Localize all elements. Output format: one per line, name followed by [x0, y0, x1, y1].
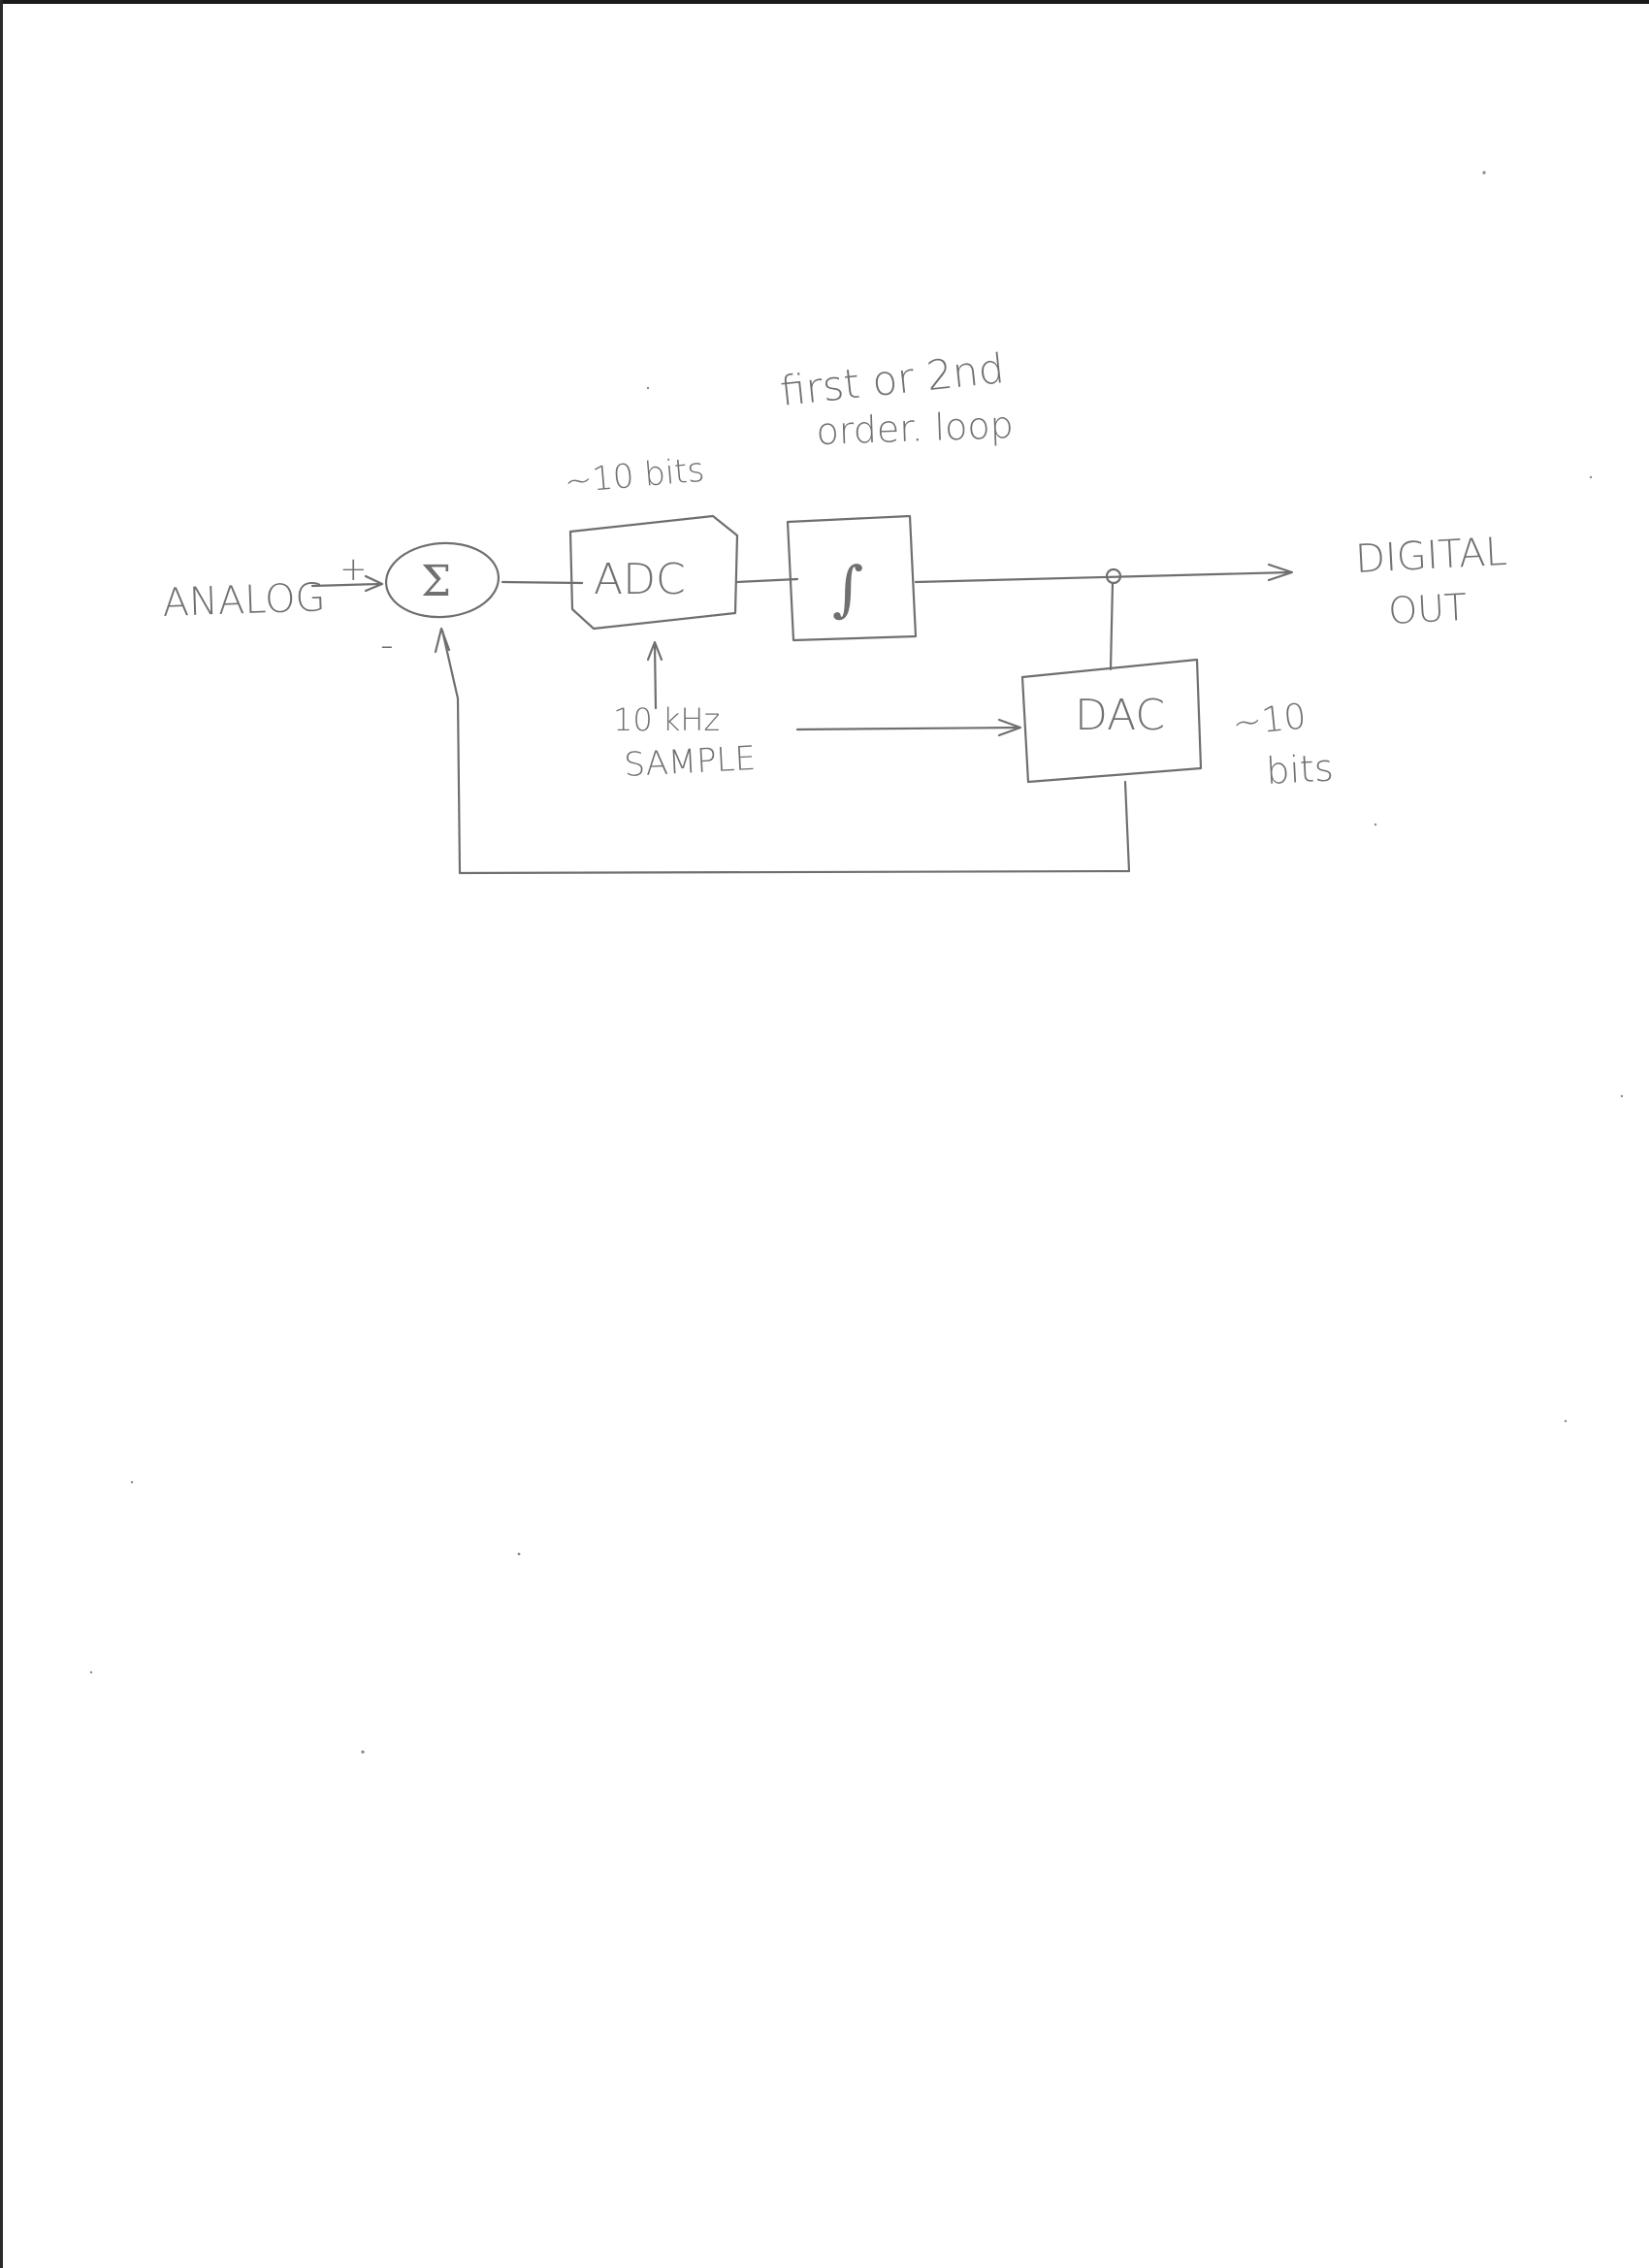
- paper-speck: [646, 386, 650, 390]
- clock-label-line1: 10 kHz: [613, 701, 720, 738]
- minus-sign: -: [380, 624, 394, 666]
- paper-speck: [361, 1750, 365, 1754]
- adc-to-integrator-line: [735, 577, 799, 584]
- integrator-block: [786, 514, 918, 642]
- summing-symbol: Σ: [421, 557, 451, 606]
- paper-speck: [1589, 475, 1593, 479]
- paper-speck: [1564, 1419, 1568, 1423]
- input-label: ANALOG: [162, 575, 327, 626]
- clock-to-adc-line: [653, 642, 658, 710]
- paper-speck: [517, 1552, 521, 1556]
- dac-label: DAC: [1075, 691, 1165, 740]
- paper-speck: [1620, 1094, 1624, 1098]
- input-arrowhead: [364, 574, 384, 593]
- tap-to-dac-line: [1109, 581, 1115, 671]
- clock-to-adc-arrowhead: [646, 640, 663, 662]
- dac-resolution-line2: bits: [1265, 746, 1335, 793]
- clock-to-dac-line: [795, 726, 1020, 731]
- loop-note-line2: order. loop: [816, 404, 1015, 453]
- paper-speck: [1374, 823, 1377, 826]
- adc-block: [568, 514, 739, 631]
- paper-speck: [1482, 171, 1486, 175]
- clock-to-dac-arrowhead: [997, 718, 1022, 737]
- output-line: [914, 570, 1292, 584]
- output-label-line1: DIGITAL: [1354, 530, 1508, 582]
- plus-sign: +: [340, 550, 368, 589]
- integrator-symbol: ∫: [832, 553, 863, 624]
- feedback-path: [440, 629, 1131, 875]
- sum-to-adc-line: [501, 580, 584, 585]
- paper-speck: [130, 1480, 134, 1484]
- feedback-arrowhead: [434, 627, 451, 654]
- input-arrow-line: [310, 582, 382, 588]
- adc-resolution-label: ~10 bits: [563, 451, 706, 502]
- scan-border-top: [0, 0, 1649, 4]
- scan-border-left: [0, 0, 3, 2268]
- summing-junction-circle: [384, 541, 501, 619]
- output-arrowhead: [1267, 563, 1294, 582]
- dac-resolution-line1: ~10: [1231, 697, 1309, 744]
- dac-block: [1020, 658, 1203, 784]
- clock-label-line2: SAMPLE: [623, 739, 757, 785]
- adc-label: ADC: [594, 555, 686, 604]
- paper-speck: [89, 1670, 93, 1674]
- output-label-line2: OUT: [1387, 586, 1468, 632]
